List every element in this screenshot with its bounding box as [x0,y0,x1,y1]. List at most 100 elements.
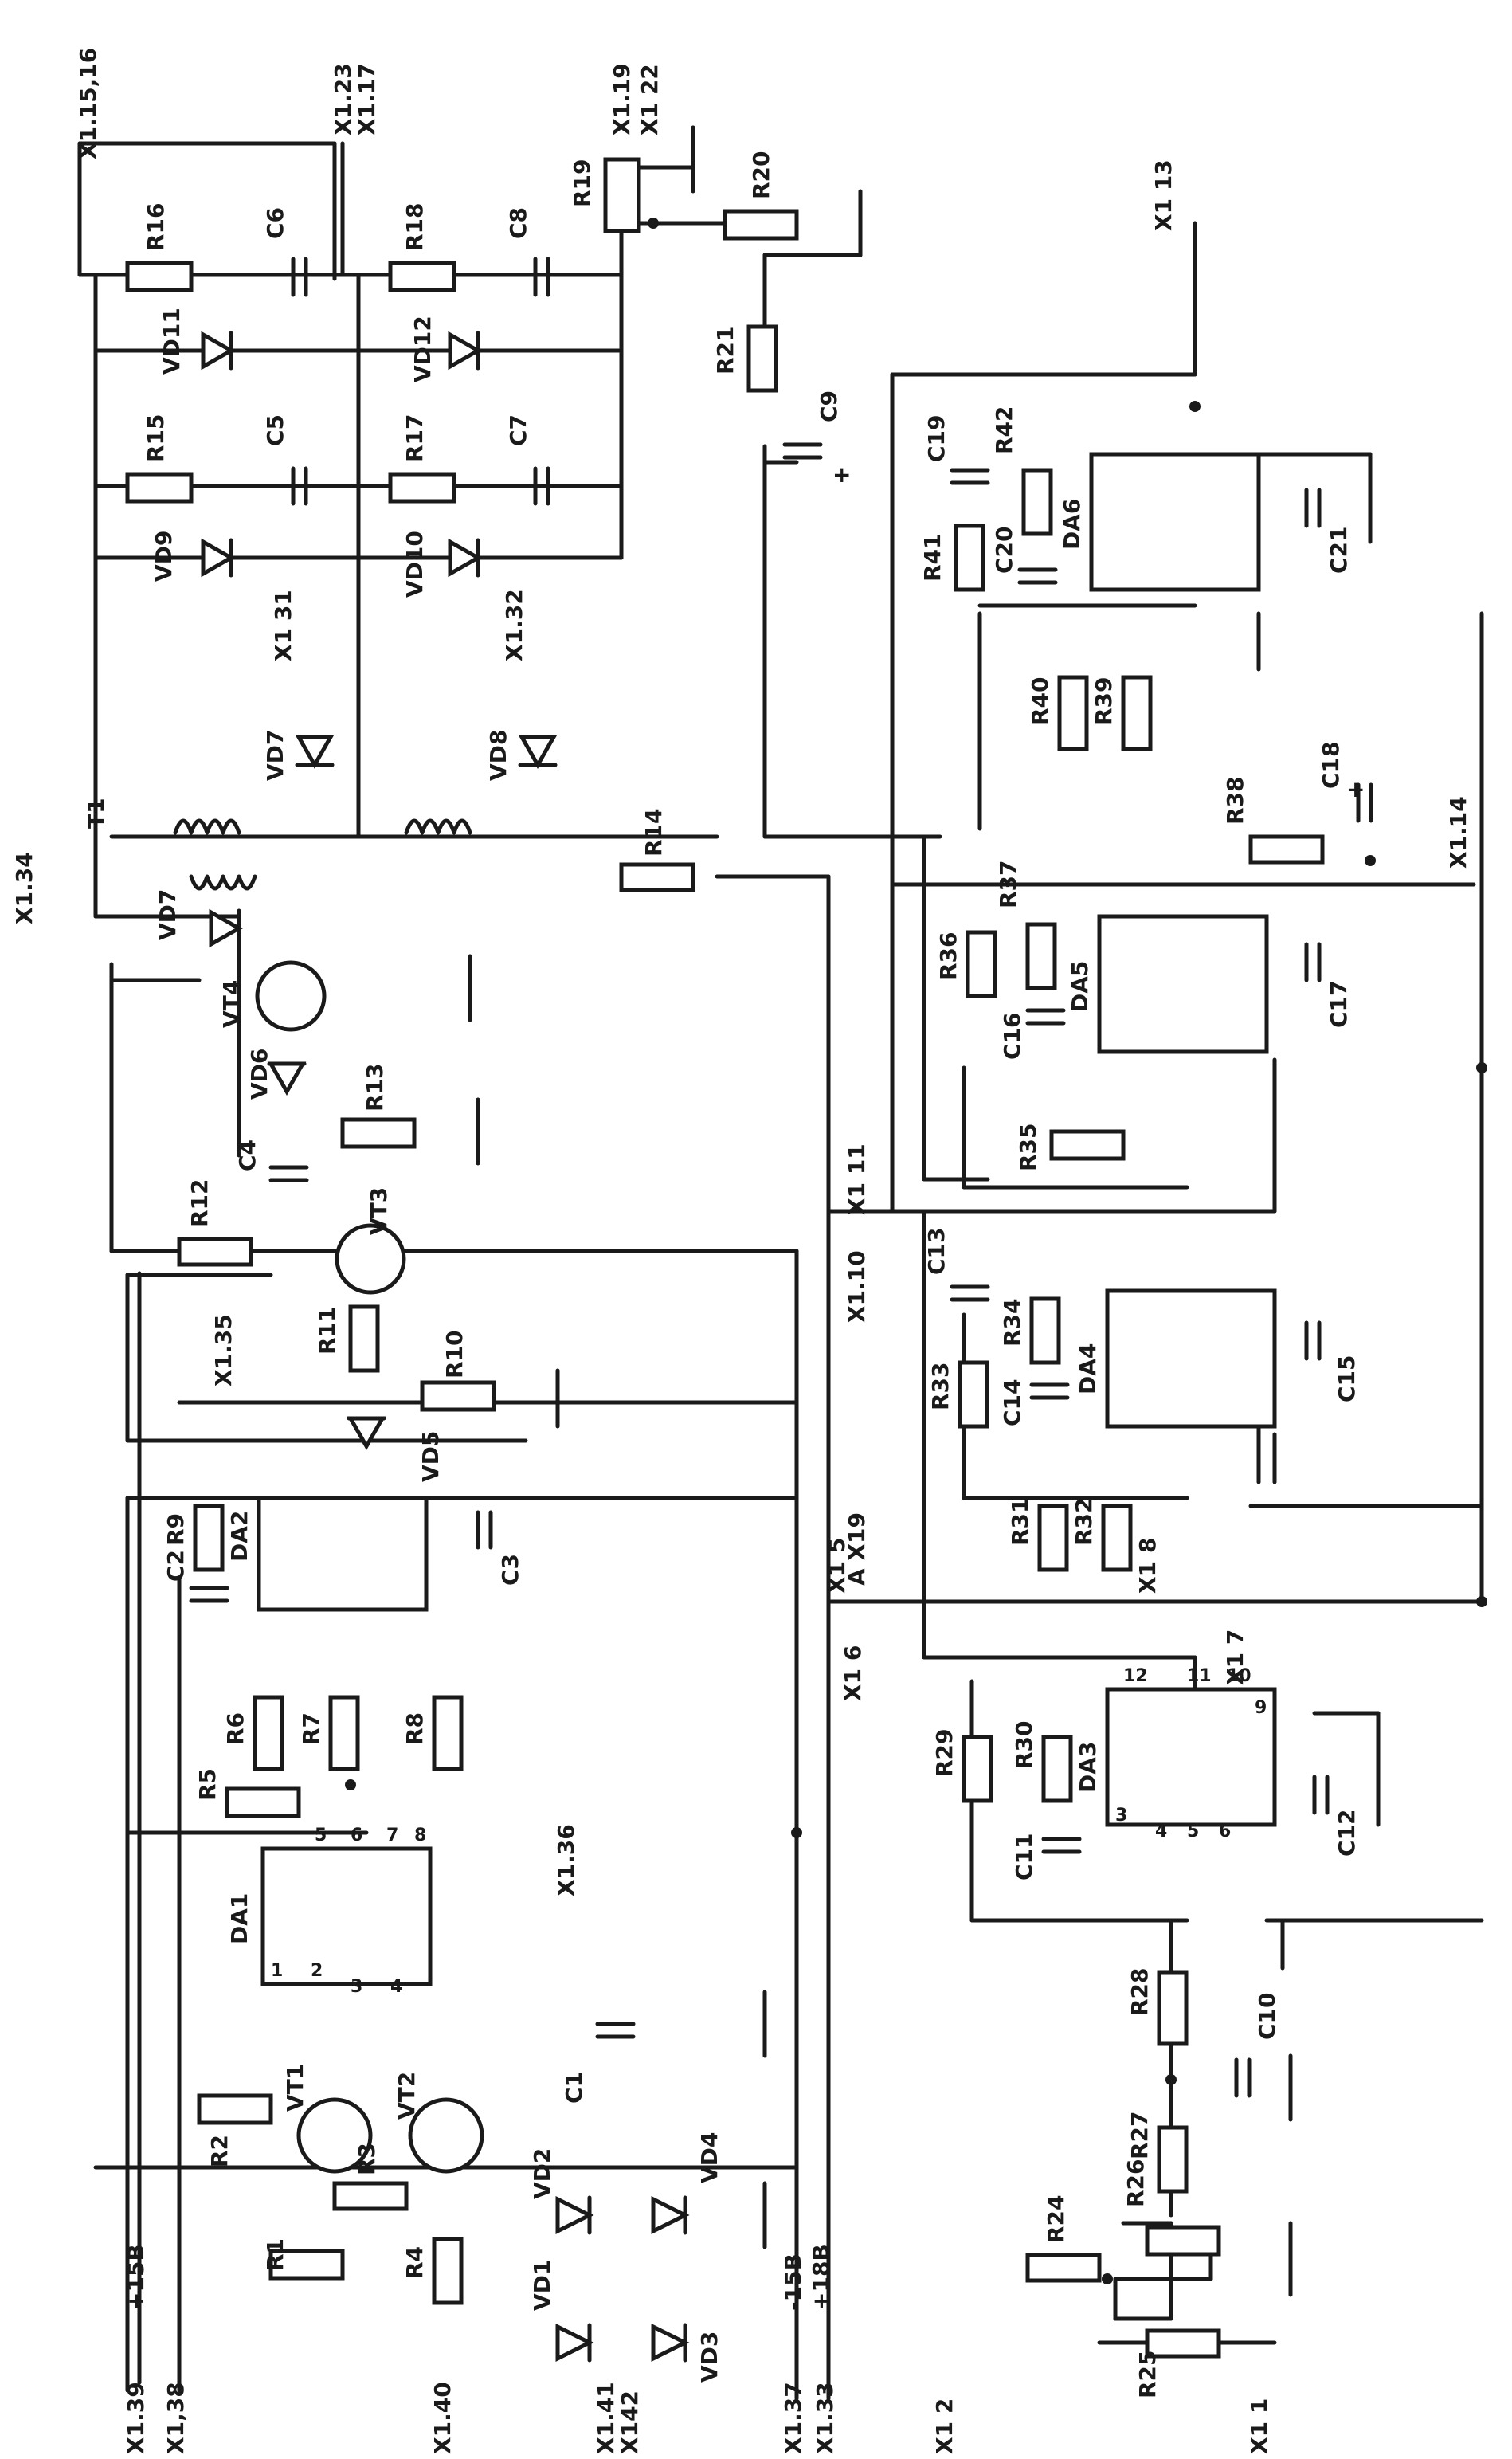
label-vd7a: VD7 [262,730,288,781]
label-c3: C3 [497,1554,523,1586]
label-r17: R17 [402,414,428,462]
label-r29: R29 [931,1728,958,1777]
pin-number: 8 [414,1826,426,1845]
pin-number: 6 [1219,1822,1231,1841]
ic-da2 [257,1496,429,1612]
diode-vd12 [448,331,483,371]
label-da4: DA4 [1075,1343,1101,1394]
diode-vd9 [201,538,236,578]
label-da2: DA2 [226,1511,253,1562]
resistor-r21 [746,324,778,393]
pin-number: 3 [351,1977,362,1997]
capacitor-c3 [476,1510,493,1550]
label-r20: R20 [748,151,774,199]
label-da5: DA5 [1067,961,1093,1012]
label-r14: R14 [640,808,667,857]
label-r24: R24 [1043,2194,1069,2243]
polarity-c9: + [832,461,851,488]
junction-dot [1476,1062,1487,1073]
pin-number: 1 [271,1961,283,1981]
resistor-r19 [603,157,641,233]
diode-vd3 [651,2323,690,2363]
label-r30: R30 [1011,1720,1037,1769]
label-r6: R6 [222,1712,249,1745]
diode-vd5 [347,1416,386,1451]
connector-x1-17: X1.17 [354,63,380,135]
label-c1: C1 [561,2072,587,2104]
resistor-r17 [388,472,456,504]
label-r13: R13 [362,1063,388,1112]
resistor-r25 [1145,2328,1221,2359]
label-r25: R25 [1134,2350,1161,2398]
connector-x1-41: X1.41 [593,2382,619,2454]
diode-vd1 [555,2323,594,2363]
label-r27: R27 [1126,2111,1153,2159]
transformer-t1 [173,818,472,891]
capacitor-c8 [533,257,550,297]
resistor-r31 [1037,1504,1069,1572]
capacitor-c14 [1029,1382,1070,1400]
label-r7: R7 [298,1712,324,1745]
label-r42: R42 [991,406,1017,454]
diode-vd8 [518,735,558,770]
resistor-r15 [125,472,194,504]
resistor-r8 [432,1695,464,1771]
capacitor-c10 [1234,2057,1252,2098]
pin-number: 9 [1255,1698,1267,1718]
connector-x1-13: X1 13 [1150,159,1177,231]
capacitor-c1 [595,2022,636,2039]
resistor-r20 [723,209,799,241]
connector-x1-31: X1 31 [270,590,296,661]
label-r9: R9 [163,1513,189,1546]
label-vd2: VD2 [529,2148,555,2199]
label-r31: R31 [1007,1497,1033,1546]
resistor-r34 [1029,1296,1061,1365]
label-c14: C14 [999,1379,1025,1426]
resistor-r5 [225,1786,301,1818]
label-da6: DA6 [1059,499,1085,550]
label-r11: R11 [314,1306,340,1355]
connector-x1-8: X1 8 [1134,1538,1161,1594]
resistor-r40 [1057,675,1089,751]
label-c15: C15 [1334,1355,1360,1402]
capacitor-c9 [782,442,823,460]
label-c4: C4 [234,1139,260,1171]
resistor-r4 [432,2237,464,2305]
pin-number: 3 [1115,1806,1127,1826]
capacitors [189,257,1373,2098]
label-c5: C5 [262,414,288,446]
label-vd12: VD12 [409,316,436,382]
capacitor-c5 [291,466,308,506]
resistor-r16 [125,261,194,292]
transistors [255,960,484,2174]
connector-x1-11: X1 11 [844,1143,870,1215]
ic-da4 [1105,1288,1277,1429]
resistor-r29 [962,1735,993,1803]
label-vd10: VD10 [402,531,428,598]
label-r39: R39 [1091,677,1117,725]
connector-x1-2: X1 2 [931,2398,958,2454]
capacitor-c15 [1304,1320,1322,1361]
connector-x1-32: X1.32 [501,589,527,661]
label-c9: C9 [816,390,842,422]
label-r1: R1 [262,2238,288,2271]
capacitor-c4 [268,1165,309,1182]
resistor-r32 [1101,1504,1133,1572]
resistor-r9 [193,1504,225,1572]
junction-dot [648,218,659,229]
capacitor-c18 [1356,782,1373,823]
polarity-marks: + + [345,218,1487,2284]
capacitor-c7 [533,466,550,506]
capacitor-c11 [1041,1837,1082,1854]
junction-dot [1165,2074,1177,2085]
resistor-r3 [332,2181,409,2211]
label-r37: R37 [995,860,1021,908]
connector-x1-33: X1.33 [812,2382,838,2454]
label-r32: R32 [1071,1497,1097,1546]
capacitor-c19 [950,468,990,485]
diode-vd6 [267,1061,307,1096]
label-vd11: VD11 [159,308,185,375]
label-r2: R2 [206,2135,233,2167]
ic-da1 [260,1846,433,1986]
